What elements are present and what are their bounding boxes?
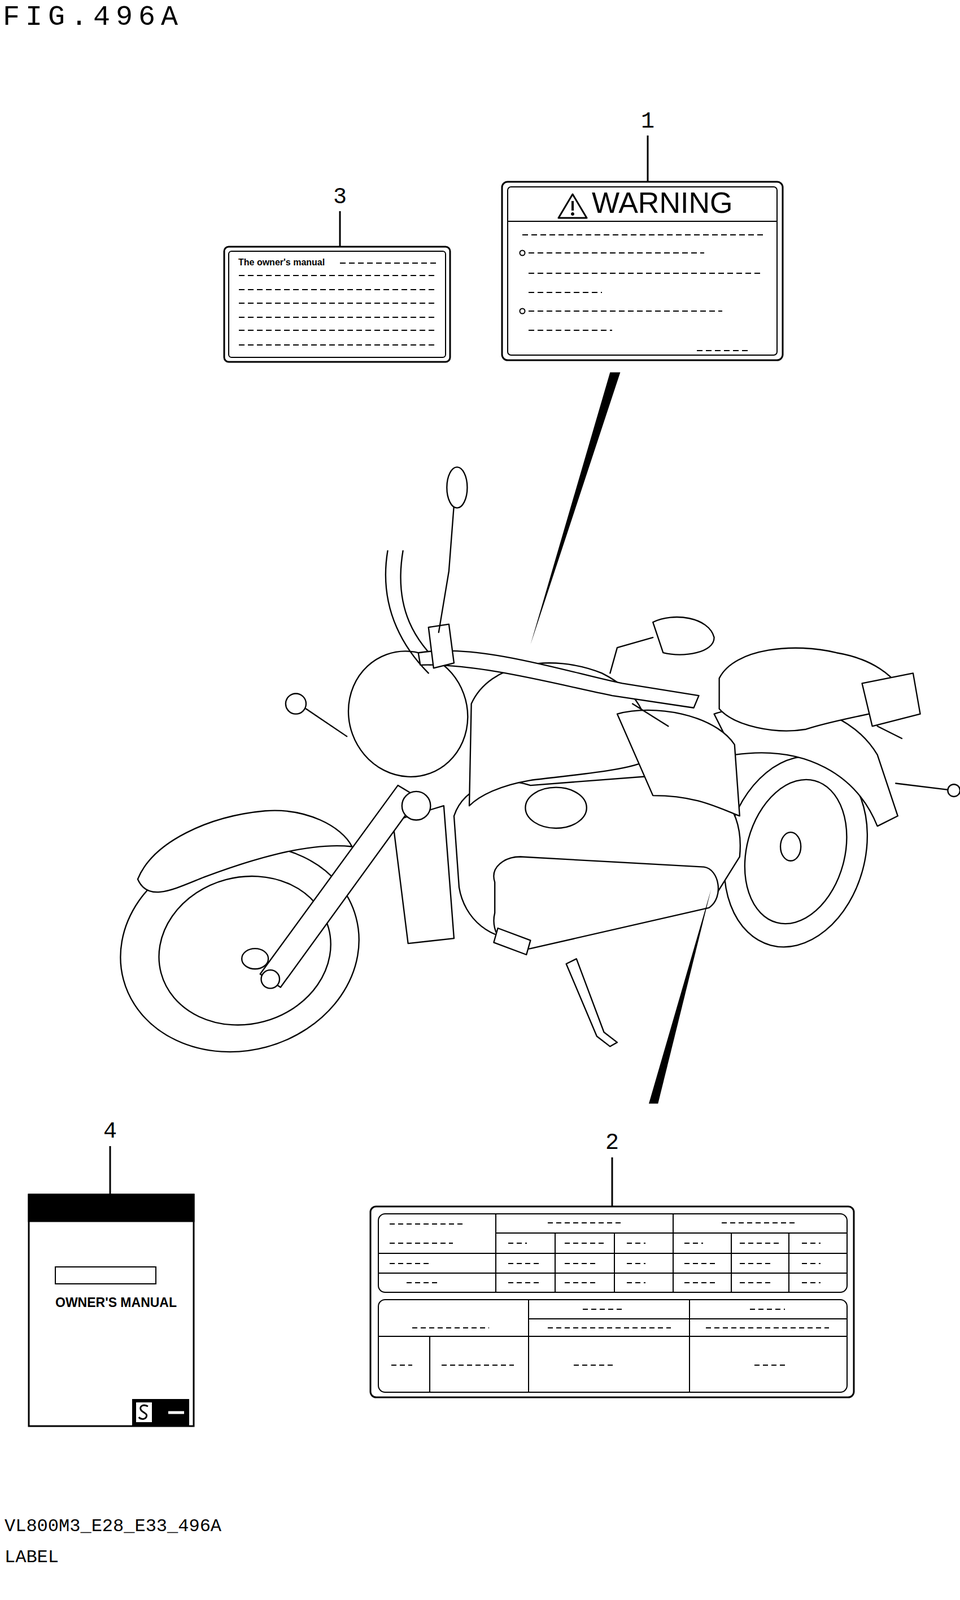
label-text: WARNING: [591, 188, 733, 218]
callout-number: 1: [640, 110, 655, 134]
drawing-code: VL800M3_E28_E33_496A: [4, 1517, 222, 1536]
callout-number: 3: [333, 186, 347, 209]
warning-label: WARNING: [502, 181, 783, 361]
owners-manual-cover: OWNER'S MANUAL: [28, 1194, 194, 1427]
manual-notice-label: The owner's manual: [224, 246, 451, 362]
label-text: The owner's manual: [238, 258, 325, 268]
section-name: LABEL: [4, 1548, 59, 1568]
callout-number: 2: [605, 1132, 619, 1155]
callout-number: 4: [103, 1120, 117, 1144]
label-text: OWNER'S MANUAL: [55, 1296, 177, 1310]
figure-title: FIG.496A: [2, 3, 184, 32]
